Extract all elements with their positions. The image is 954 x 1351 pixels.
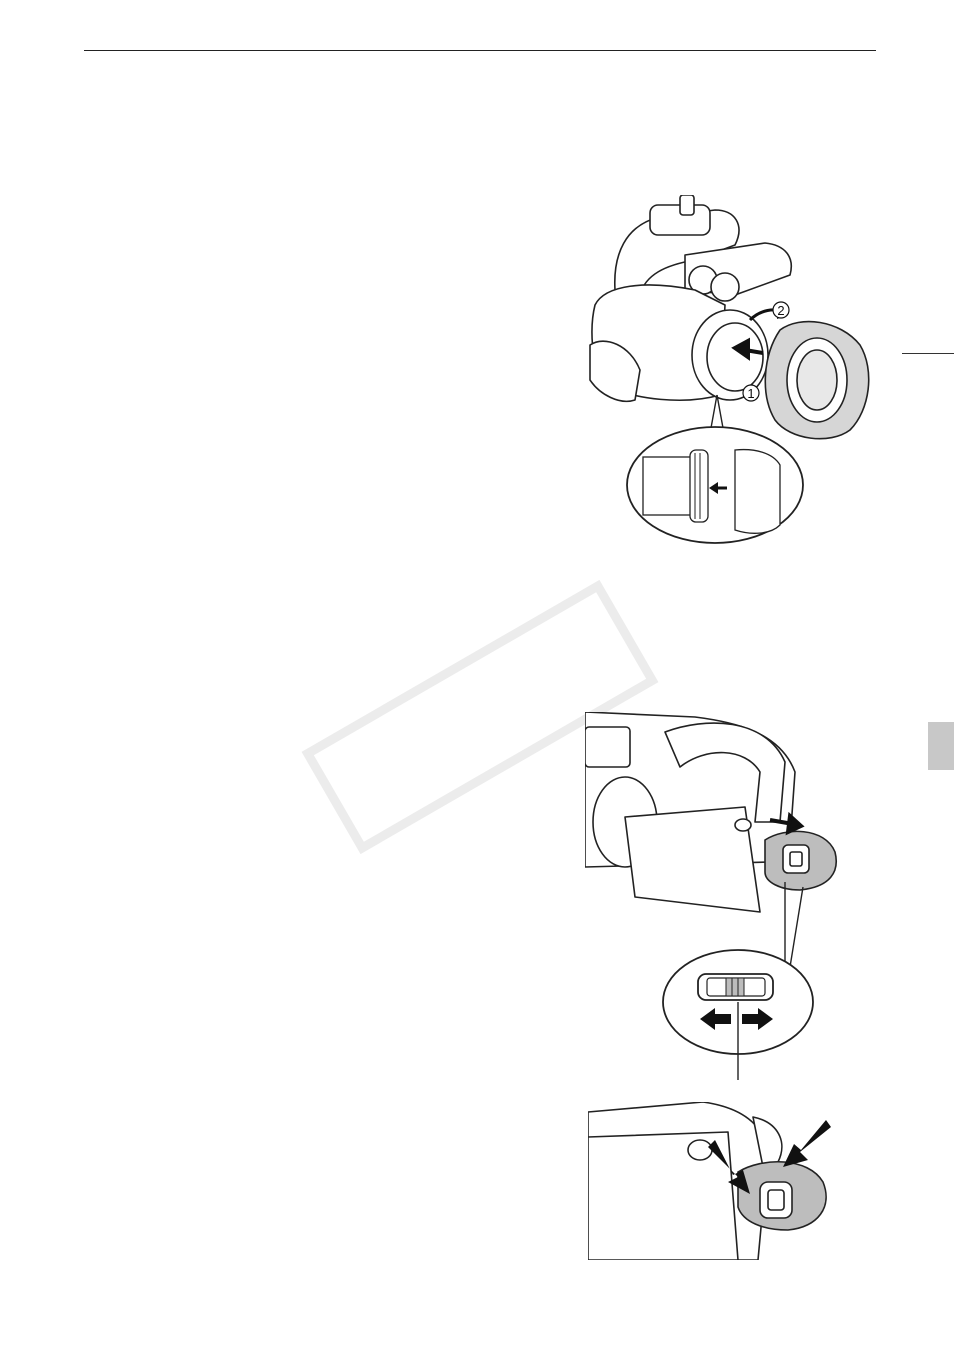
- viewfinder-eyecup-illustration: [585, 712, 845, 1082]
- lens-hood-detail-inset: [627, 427, 803, 543]
- eyecup-attach-illustration: [588, 1102, 843, 1260]
- callout-1-label: 1: [747, 386, 754, 401]
- eyecup-attach-svg: [588, 1102, 843, 1260]
- header-rule: [84, 50, 876, 51]
- camcorder-lens-hood-svg: 2 1: [585, 195, 885, 550]
- viewfinder-eyecup-svg: [585, 712, 845, 1082]
- section-side-rule: [902, 353, 954, 354]
- callout-2-label: 2: [777, 303, 784, 318]
- chapter-thumb-tab: [928, 722, 954, 770]
- camcorder-lens-hood-illustration: 2 1: [585, 195, 885, 550]
